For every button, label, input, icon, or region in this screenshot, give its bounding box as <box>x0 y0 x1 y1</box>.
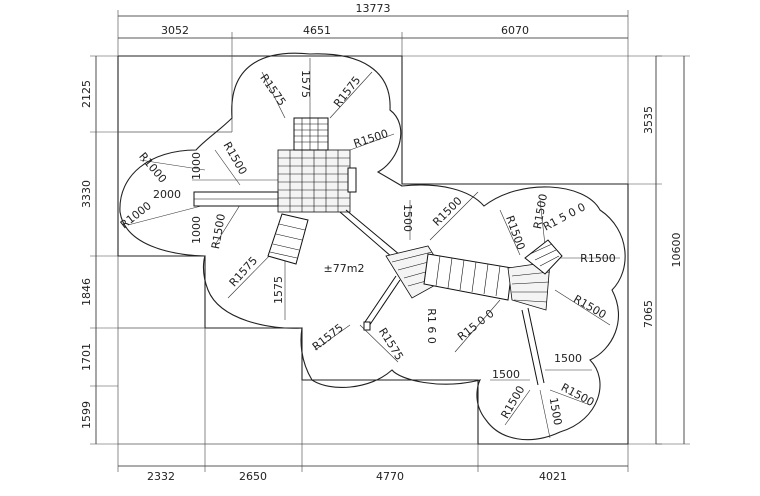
radius-lower-left-2: 1575 <box>272 276 285 304</box>
dim-left-4: 1701 <box>80 343 93 371</box>
dim-left-5: 1599 <box>80 401 93 429</box>
dim-bottom-2: 2650 <box>239 470 267 483</box>
radius-top-2: 1575 <box>299 70 312 98</box>
radius-bottom-right-5: 1500 <box>547 396 565 426</box>
dim-bottom-3: 4770 <box>376 470 404 483</box>
radius-middle-3: R1500 <box>503 214 527 252</box>
top-ladder <box>293 117 329 151</box>
right-slide <box>521 307 545 386</box>
radius-top-1: R1575 <box>257 72 288 109</box>
left-slide <box>193 191 279 207</box>
dim-top-2: 4651 <box>303 24 331 37</box>
radius-middle-2: R1500 <box>430 194 464 228</box>
radius-left-2: R1000 <box>118 199 154 231</box>
dim-total-width: 13773 <box>356 2 391 15</box>
right-stairs <box>524 239 563 275</box>
radius-middle-6: R15 0 0 <box>455 307 497 343</box>
radius-left-4: 1000 <box>190 152 203 180</box>
radius-right-2: R1500 <box>571 292 608 321</box>
radius-top-3: R1575 <box>331 74 363 110</box>
dim-total-height: 10600 <box>670 233 683 268</box>
radius-bottom-right-4: R1500 <box>559 381 597 409</box>
radius-lower-center-1: R1575 <box>310 321 346 353</box>
radius-bottom-right-1: 1500 <box>492 368 520 381</box>
dim-left-1: 2125 <box>80 80 93 108</box>
dim-bottom-4: 4021 <box>539 470 567 483</box>
dimension-labels: 13773 3052 4651 6070 2332 2650 4770 4021… <box>80 2 683 483</box>
radius-middle-4: R1500 <box>531 193 550 230</box>
radius-left-7: R1500 <box>209 213 228 250</box>
radius-right-1: R1500 <box>580 252 616 265</box>
dimension-lines <box>90 10 690 472</box>
pole-to-center <box>363 275 401 331</box>
dim-right-2: 7065 <box>642 300 655 328</box>
lower-net-ladder <box>267 213 309 265</box>
dim-top-1: 3052 <box>161 24 189 37</box>
dim-top-3: 6070 <box>501 24 529 37</box>
main-tower <box>277 149 357 213</box>
radius-lines <box>127 58 620 439</box>
radius-bottom-right-3: R1500 <box>498 384 527 421</box>
radius-top-4: R1500 <box>352 127 390 150</box>
radius-middle-7: R1 6 0 <box>425 308 438 344</box>
dim-right-1: 3535 <box>642 106 655 134</box>
radius-left-1: R1000 <box>136 150 169 186</box>
radius-left-3: 2000 <box>153 188 181 201</box>
radius-left-6: R1500 <box>220 140 249 177</box>
radius-lower-left-1: R1575 <box>227 254 261 289</box>
dim-left-3: 1846 <box>80 278 93 306</box>
dim-bottom-1: 2332 <box>147 470 175 483</box>
dim-left-2: 3330 <box>80 180 93 208</box>
area-label: ±77m2 <box>324 262 365 275</box>
radius-lower-center-2: R1575 <box>376 326 406 363</box>
radius-left-5: 1000 <box>190 216 203 244</box>
radius-middle-1: 1500 <box>401 204 414 232</box>
radius-bottom-right-2: 1500 <box>554 352 582 365</box>
center-bridge <box>423 253 513 301</box>
safety-zone-outline <box>119 52 626 441</box>
